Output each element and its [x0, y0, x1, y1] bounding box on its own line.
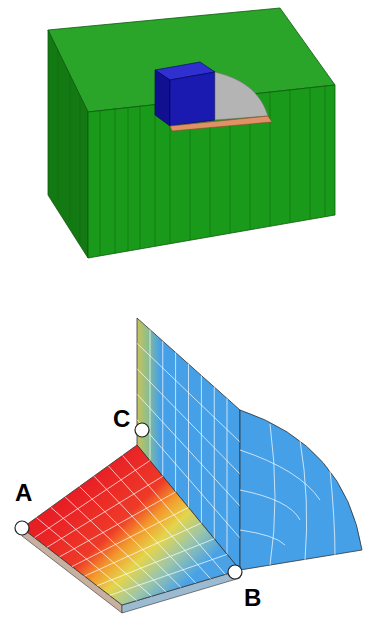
base-plate	[170, 116, 272, 131]
point-marker	[228, 565, 242, 579]
floor-plate	[22, 445, 240, 605]
quarter-disc-plate	[240, 410, 362, 570]
point-marker	[135, 423, 149, 437]
point-label: C	[113, 407, 130, 431]
block-front-face	[170, 72, 215, 126]
point-label: A	[15, 481, 32, 505]
soil-mesh	[58, 50, 325, 256]
soil-left-face	[48, 30, 88, 258]
gray-quarter-disc	[215, 72, 268, 120]
floor-mesh	[35, 455, 228, 600]
point-label: B	[244, 586, 261, 610]
block-left-face	[155, 70, 170, 126]
disc-mesh	[240, 424, 335, 565]
point-marker	[15, 521, 29, 535]
